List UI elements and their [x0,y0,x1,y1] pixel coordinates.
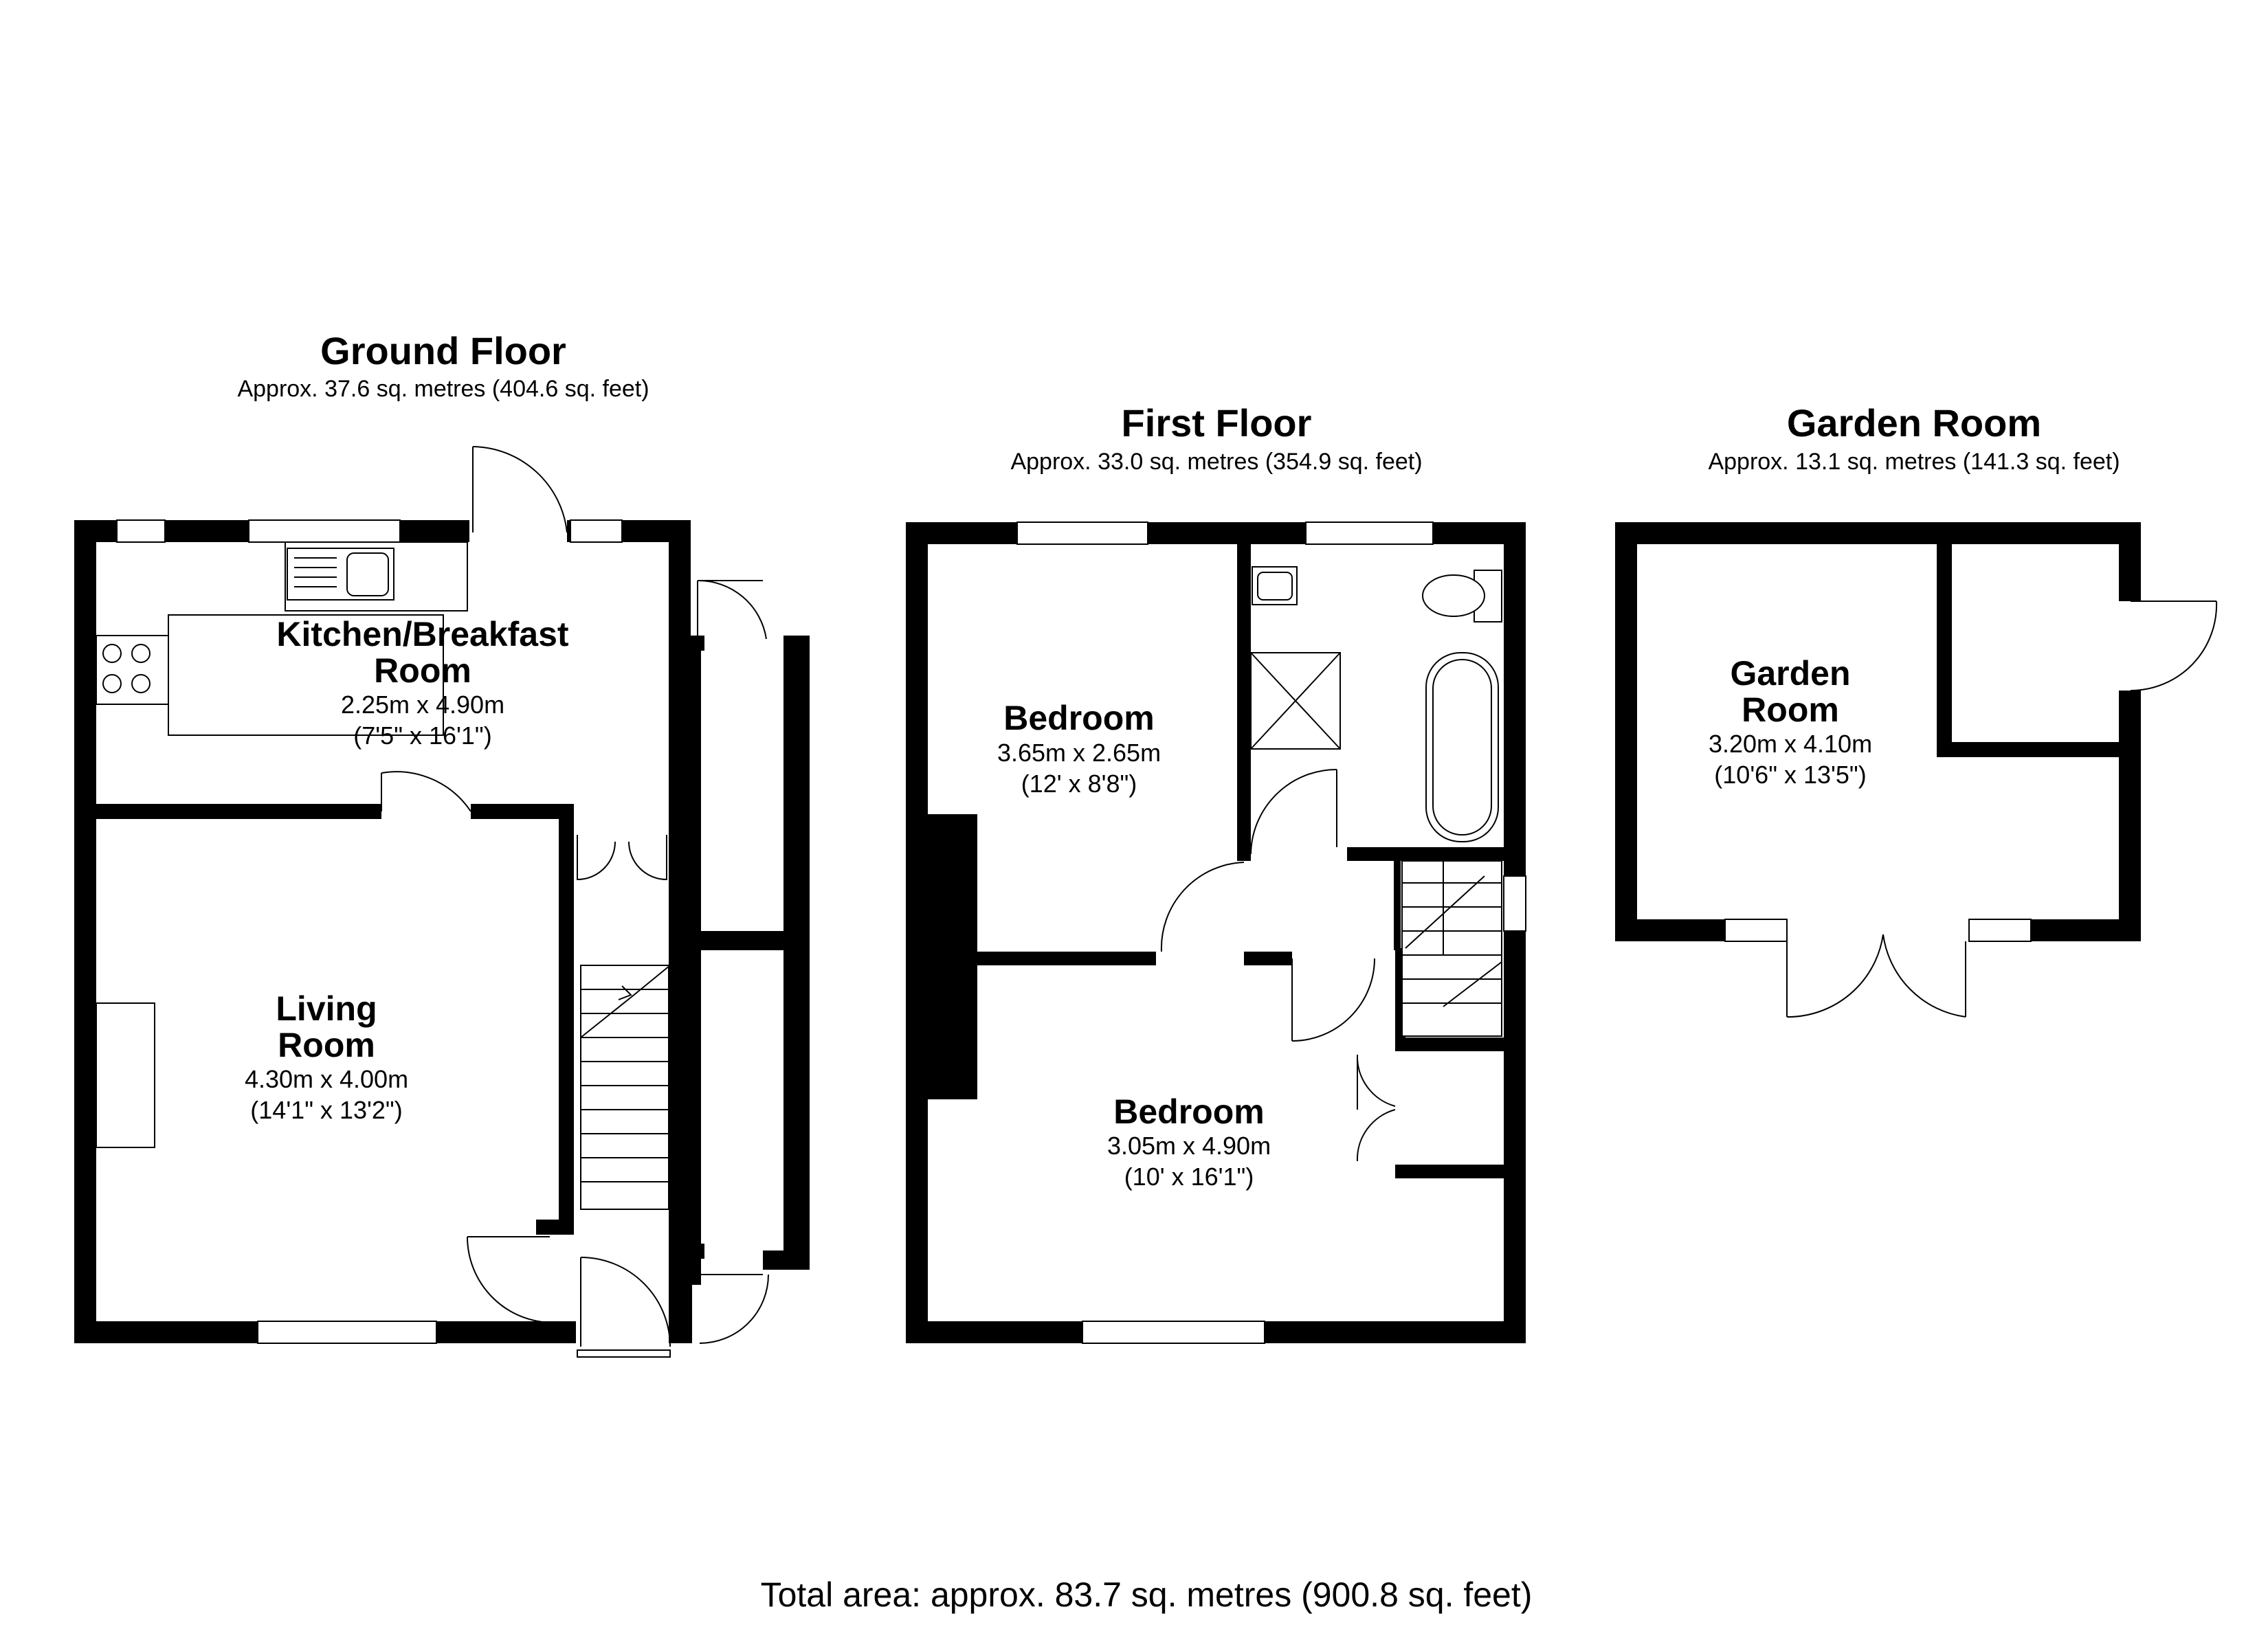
back-door [472,446,568,533]
wall [1615,522,1637,941]
window [1724,919,1788,942]
wall [74,520,96,1343]
bath [1425,652,1499,842]
room-dimensions-imperial: (10'6" x 13'5") [1714,761,1866,789]
first-floor-title: First Floor [1122,401,1312,445]
cupboard-doors [577,835,667,881]
wall [1615,522,2141,544]
room-name: Living [276,989,377,1028]
wall [1937,742,2119,757]
wall [1937,544,1952,754]
room-name: Bedroom [1003,699,1154,737]
basin [1252,566,1298,605]
room-dimensions-imperial: (12' x 8'8") [1021,770,1137,798]
french-doors [1786,934,1966,1018]
window [257,1321,437,1344]
first-floor-plan: First Floor Approx. 33.0 sq. metres (354… [906,401,1526,1344]
wall [691,636,704,651]
wall [2027,919,2141,941]
window [116,519,166,543]
wall [1237,544,1251,860]
first-floor-area: Approx. 33.0 sq. metres (354.9 sq. feet) [1010,449,1422,475]
bedroom-door [1160,862,1245,952]
wall [1395,1165,1504,1178]
hall-door [467,1236,554,1323]
window [570,519,623,543]
room-dimensions: 3.65m x 2.65m [997,739,1161,767]
wall [691,931,794,950]
bedroom-door [1250,769,1337,855]
room-name: Bedroom [1113,1092,1264,1131]
wall [1394,861,1401,950]
fireplace [96,1002,155,1148]
room-dimensions: 3.05m x 4.90m [1107,1132,1271,1160]
wall [670,1247,692,1343]
breakfast-counter [168,614,444,736]
shower [1250,652,1341,750]
wall [669,520,691,1343]
garden-room-title: Garden Room [1787,401,2041,445]
room-name: Room [1742,691,1839,729]
sink [287,548,394,601]
room-name: Room [278,1026,375,1064]
room-dimensions: 4.30m x 4.00m [245,1065,408,1093]
wall [691,639,701,1285]
wall [1237,847,1251,861]
garden-room-area: Approx. 13.1 sq. metres (141.3 sq. feet) [1708,449,2120,475]
wall [1244,952,1292,965]
wall [1504,522,1526,1343]
hob-ring [102,674,122,693]
wardrobe-doors [1356,1054,1396,1162]
room-dimensions: 2.25m x 4.90m [341,691,504,719]
garden-room-plan: Garden Room Approx. 13.1 sq. metres (141… [1615,401,2218,1018]
lean-to-door [699,1274,769,1344]
ground-floor-area: Approx. 37.6 sq. metres (404.6 sq. feet) [237,376,649,402]
bedroom-door [1291,958,1375,1042]
ground-floor-title: Ground Floor [320,329,566,372]
wall [2119,691,2141,941]
wall [536,1220,574,1235]
wall [96,804,381,819]
staircase [1401,860,1502,1037]
wall [1347,847,1504,861]
window [1082,1321,1265,1344]
window [248,519,401,543]
store-door [2130,601,2218,691]
room-dimensions: 3.20m x 4.10m [1709,730,1872,758]
staircase [580,965,671,1210]
total-area: Total area: approx. 83.7 sq. metres (900… [761,1575,1533,1614]
wall [2119,522,2141,601]
window [1016,521,1148,545]
room-name: Kitchen/Breakfast [276,615,568,653]
kitchen-door [381,771,471,812]
window [1305,521,1434,545]
wall [1402,1037,1504,1051]
front-door [577,1257,671,1358]
wall [471,804,574,819]
hob-ring [102,644,122,663]
wall [906,522,928,1343]
wall [783,636,810,1268]
hob-ring [131,644,151,663]
lean-to-door [697,579,767,640]
hob-ring [131,674,151,693]
wall [691,1244,704,1259]
window [1968,919,2032,942]
wall [763,1250,810,1270]
window [1503,875,1526,932]
chimney-breast [928,814,977,1099]
room-dimensions-imperial: (14'1" x 13'2") [250,1096,402,1124]
wall [559,804,574,1230]
room-name: Garden [1730,654,1850,693]
room-dimensions-imperial: (7'5" x 16'1") [353,721,491,750]
ground-floor-plan: Ground Floor Approx. 37.6 sq. metres (40… [74,329,810,1358]
room-name: Room [374,651,471,690]
room-dimensions-imperial: (10' x 16'1") [1124,1163,1254,1191]
toilet [1422,570,1502,622]
wall [977,952,1156,965]
